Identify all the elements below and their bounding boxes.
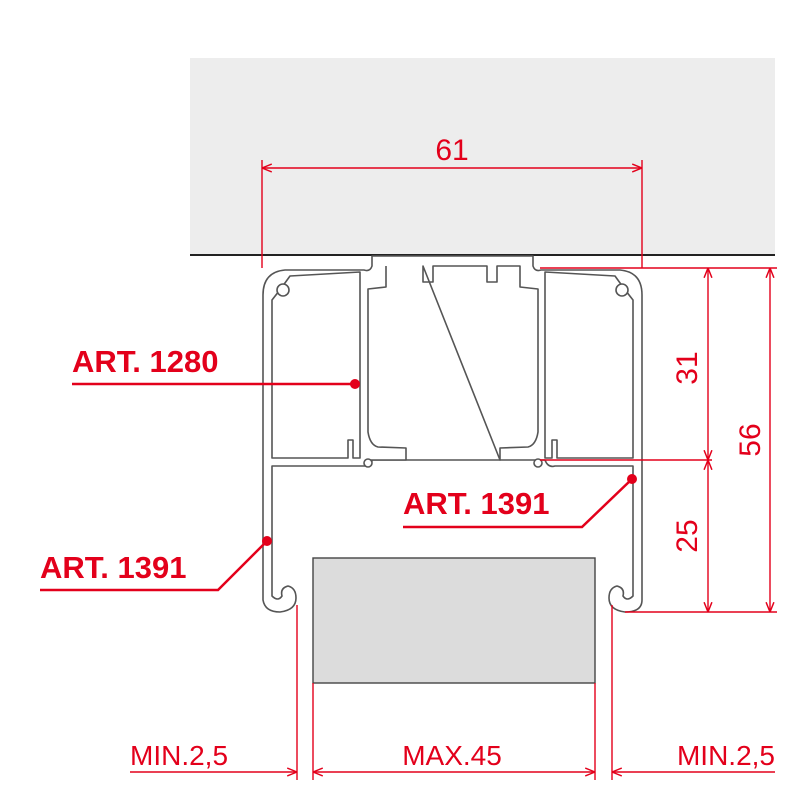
ceiling [190, 58, 775, 255]
dimension-56: 56 [734, 423, 767, 456]
label-art-1280: ART. 1280 [72, 344, 218, 379]
dimension-61: 61 [435, 134, 468, 167]
dimension-31: 31 [671, 351, 704, 384]
dimension-min-right: MIN.2,5 [677, 740, 775, 771]
label-art-1391-right: ART. 1391 [403, 486, 549, 521]
label-art-1391-left: ART. 1391 [40, 550, 186, 585]
dimension-min-left: MIN.2,5 [130, 740, 228, 771]
dimension-25: 25 [671, 519, 704, 552]
dimension-max-glass: MAX.45 [402, 740, 502, 771]
aluminium-profile [262, 255, 643, 613]
glass-panel [312, 557, 596, 684]
